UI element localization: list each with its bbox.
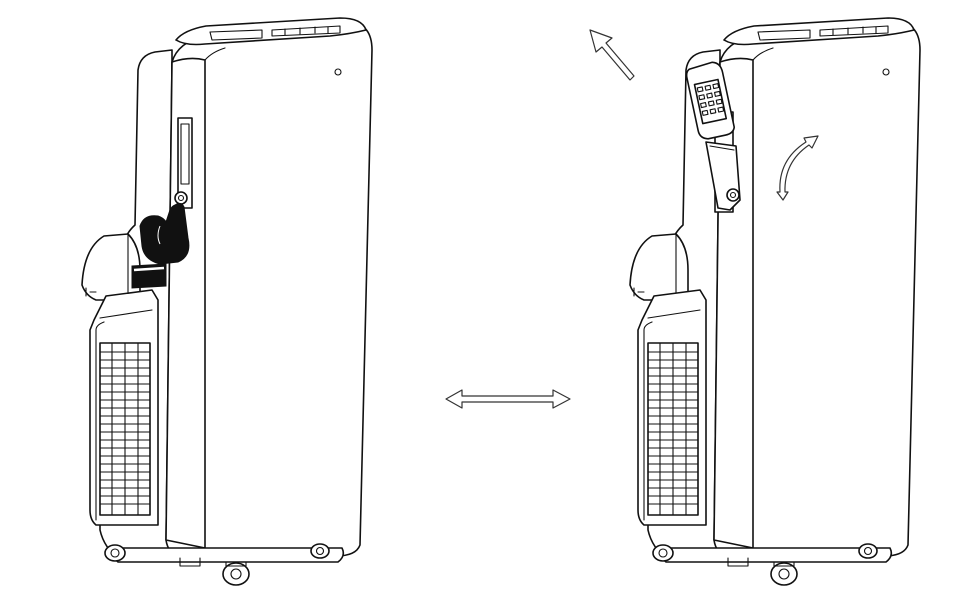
right-unit bbox=[629, 17, 921, 586]
compartment-button bbox=[174, 191, 188, 205]
remote-compartment bbox=[174, 117, 193, 209]
diagonal-arrow-icon bbox=[589, 29, 635, 81]
remote-control bbox=[685, 61, 736, 140]
double-arrow-icon bbox=[445, 389, 571, 409]
curved-rotate-arrow-icon bbox=[776, 135, 819, 201]
pointing-hand-icon bbox=[131, 202, 190, 289]
left-unit bbox=[81, 17, 373, 586]
